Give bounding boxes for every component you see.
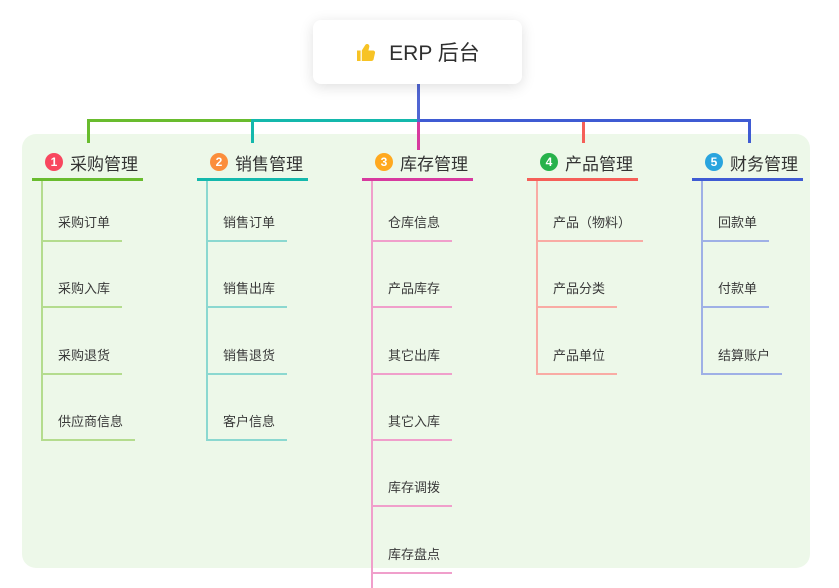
branch-purchase-children: 采购订单 采购入库 采购退货 供应商信息 (41, 181, 136, 441)
child-node[interactable]: 其它入库 (373, 375, 453, 441)
branch-sales-children: 销售订单 销售出库 销售退货 客户信息 (206, 181, 288, 441)
branch-number-badge: 3 (375, 153, 393, 171)
branch-product-children: 产品（物料） 产品分类 产品单位 (536, 181, 644, 375)
branch-number-badge: 4 (540, 153, 558, 171)
branch-finance: 5 财务管理 回款单 付款单 结算账户 (692, 150, 839, 375)
branch-finance-children: 回款单 付款单 结算账户 (701, 181, 783, 375)
branch-purchase-header[interactable]: 1 采购管理 (32, 150, 143, 181)
branch-sales-header[interactable]: 2 销售管理 (197, 150, 308, 181)
child-node[interactable]: 产品单位 (538, 308, 618, 375)
branch-number-badge: 1 (45, 153, 63, 171)
root-label: ERP 后台 (389, 42, 480, 65)
branch-label: 库存管理 (400, 154, 468, 174)
branch-number-badge: 2 (210, 153, 228, 171)
branch-inventory: 3 库存管理 仓库信息 产品库存 其它出库 其它入库 库存调拨 库存盘点 出库库… (362, 150, 532, 588)
child-node[interactable]: 结算账户 (703, 308, 783, 375)
child-node[interactable]: 库存盘点 (373, 507, 453, 574)
child-node[interactable]: 销售订单 (208, 181, 288, 242)
child-node[interactable]: 仓库信息 (373, 181, 453, 242)
child-node[interactable]: 产品（物料） (538, 181, 644, 242)
child-node[interactable]: 供应商信息 (43, 375, 136, 441)
child-node[interactable]: 其它出库 (373, 308, 453, 375)
background-panel (22, 134, 810, 568)
child-node[interactable]: 销售退货 (208, 308, 288, 375)
child-node[interactable]: 回款单 (703, 181, 770, 242)
branch-product-header[interactable]: 4 产品管理 (527, 150, 638, 181)
branch-inventory-header[interactable]: 3 库存管理 (362, 150, 473, 181)
child-node[interactable]: 出库库明细 (373, 574, 465, 588)
branch-sales: 2 销售管理 销售订单 销售出库 销售退货 客户信息 (197, 150, 367, 441)
thumbs-up-icon (355, 40, 379, 64)
child-node[interactable]: 产品分类 (538, 242, 618, 309)
child-node[interactable]: 库存调拨 (373, 441, 453, 508)
branch-label: 采购管理 (70, 154, 138, 174)
branch-number-badge: 5 (705, 153, 723, 171)
branch-product: 4 产品管理 产品（物料） 产品分类 产品单位 (527, 150, 697, 375)
branch-finance-header[interactable]: 5 财务管理 (692, 150, 803, 181)
root-node[interactable]: ERP 后台 (313, 20, 522, 84)
branch-label: 销售管理 (235, 154, 303, 174)
branch-purchase: 1 采购管理 采购订单 采购入库 采购退货 供应商信息 (32, 150, 202, 441)
child-node[interactable]: 采购订单 (43, 181, 123, 242)
child-node[interactable]: 采购退货 (43, 308, 123, 375)
child-node[interactable]: 采购入库 (43, 242, 123, 309)
child-node[interactable]: 付款单 (703, 242, 770, 309)
child-node[interactable]: 产品库存 (373, 242, 453, 309)
branch-label: 产品管理 (565, 154, 633, 174)
branch-label: 财务管理 (730, 154, 798, 174)
child-node[interactable]: 销售出库 (208, 242, 288, 309)
branch-inventory-children: 仓库信息 产品库存 其它出库 其它入库 库存调拨 库存盘点 出库库明细 (371, 181, 465, 588)
child-node[interactable]: 客户信息 (208, 375, 288, 441)
